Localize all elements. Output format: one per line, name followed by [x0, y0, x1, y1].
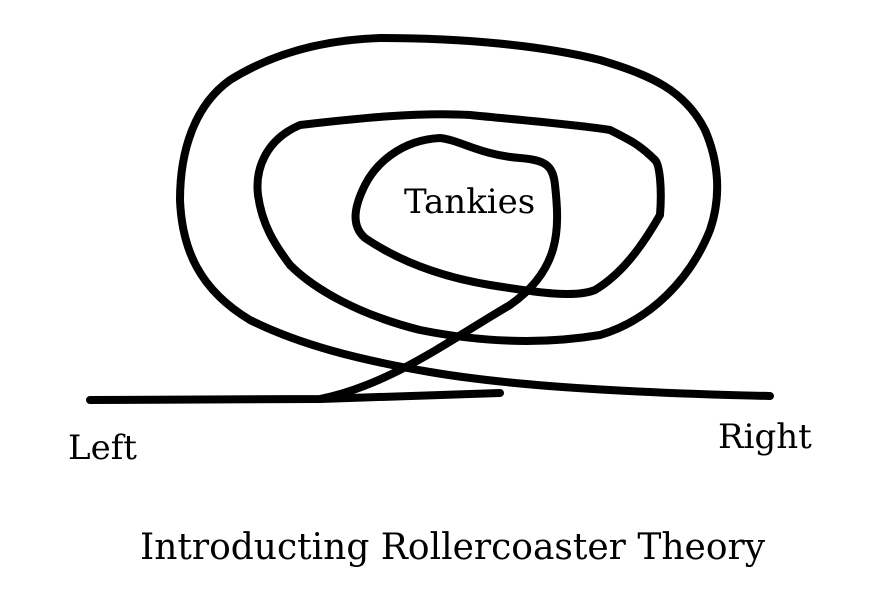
caption-title: Introducting Rollercoaster Theory — [140, 527, 766, 568]
political-axis-line — [86, 389, 504, 404]
left-label: Left — [68, 428, 137, 468]
tankies-label: Tankies — [404, 182, 536, 222]
rollercoaster-spiral — [176, 34, 774, 403]
right-label: Right — [718, 417, 812, 457]
